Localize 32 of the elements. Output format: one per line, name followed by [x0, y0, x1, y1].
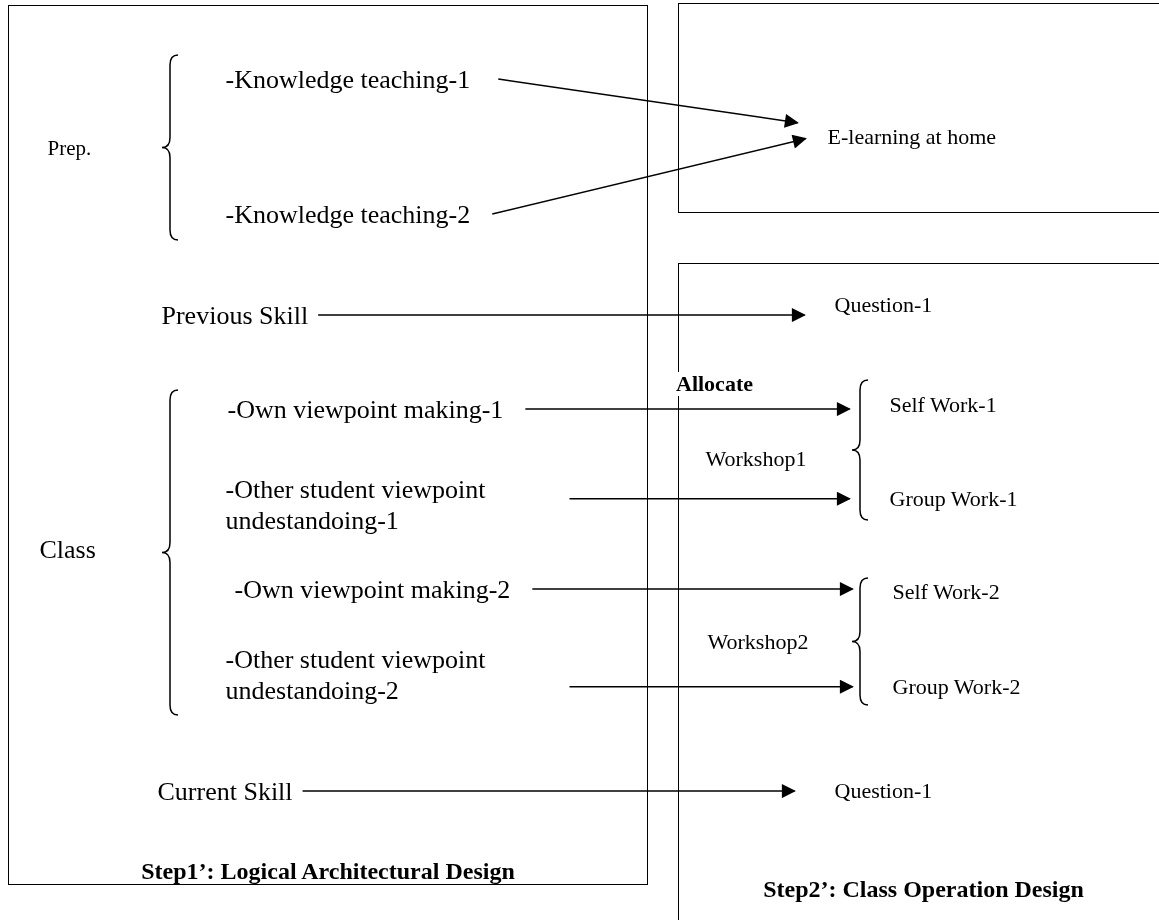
item-label: -Knowledge teaching-2: [225, 198, 471, 230]
item-label: Group Work-1: [889, 485, 1018, 512]
item-label: -Own viewpoint making-1: [227, 393, 504, 425]
arrow: [524, 402, 851, 417]
arrow: [497, 78, 799, 128]
item-label: E-learning at home: [827, 123, 997, 150]
item-label: -Other student viewpoint undestandoing-2: [225, 643, 566, 706]
arrow: [491, 134, 807, 215]
item-label: -Knowledge teaching-1: [225, 63, 471, 95]
item-label: Workshop1: [705, 445, 807, 472]
panel-title: Step2’: Class Operation Design: [762, 876, 1085, 903]
item-label: Current Skill: [157, 775, 293, 807]
edge-label: Allocate: [676, 372, 753, 397]
item-label: Group Work-2: [892, 673, 1021, 700]
item-label: Question-1: [834, 291, 933, 318]
arrow: [568, 491, 851, 506]
arrow: [317, 308, 806, 323]
item-label: Self Work-1: [889, 391, 997, 418]
item-label: -Other student viewpoint undestandoing-1: [225, 473, 566, 536]
arrow: [568, 679, 854, 694]
item-label: Previous Skill: [161, 299, 309, 331]
arrow: [531, 582, 854, 597]
panel: [678, 3, 1159, 213]
item-label: -Own viewpoint making-2: [234, 573, 511, 605]
item-label: Prep.: [47, 135, 92, 161]
item-label: Self Work-2: [892, 578, 1000, 605]
panel-title: Step1’: Logical Architectural Design: [140, 858, 516, 885]
item-label: Question-1: [834, 777, 933, 804]
arrow: [301, 784, 796, 799]
item-label: Workshop2: [707, 628, 809, 655]
panel: [8, 5, 648, 885]
item-label: Class: [39, 533, 96, 565]
